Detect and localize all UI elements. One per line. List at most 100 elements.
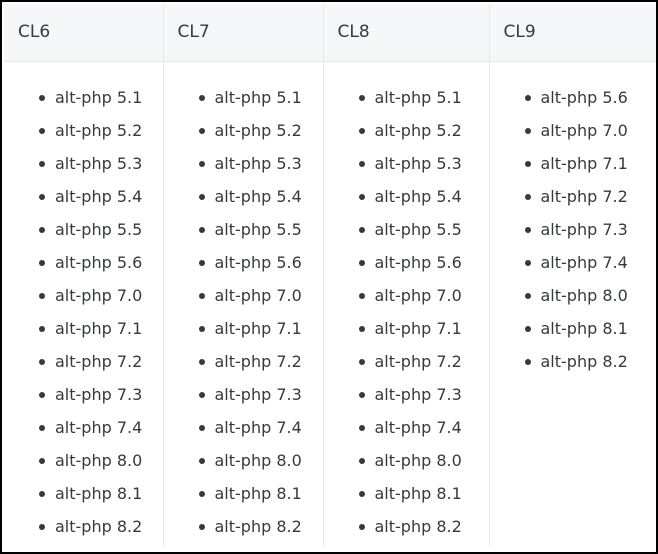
header-cl7: CL7	[162, 4, 323, 62]
bullet-icon	[198, 292, 205, 299]
bullet-icon	[358, 259, 365, 266]
bullet-icon	[358, 490, 365, 497]
bullet-icon	[358, 391, 365, 398]
bullet-icon	[39, 358, 45, 365]
bullet-icon	[39, 160, 45, 167]
version-label: alt-php 5.3	[55, 153, 143, 173]
list-item: alt-php 7.0	[4, 279, 163, 312]
version-label: alt-php 7.4	[214, 417, 302, 437]
version-label: alt-php 7.3	[540, 219, 628, 239]
list-item: alt-php 8.1	[4, 477, 163, 510]
bullet-icon	[198, 523, 205, 530]
bullet-icon	[198, 226, 205, 233]
bullet-icon	[198, 358, 205, 365]
bullet-icon	[524, 127, 531, 134]
list-item: alt-php 7.4	[4, 411, 163, 444]
list-item: alt-php 5.6	[490, 81, 657, 114]
list-item: alt-php 5.5	[4, 213, 163, 246]
list-item: alt-php 8.2	[324, 510, 489, 543]
bullet-icon	[198, 325, 205, 332]
version-label: alt-php 7.1	[55, 318, 143, 338]
version-label: alt-php 7.2	[540, 186, 628, 206]
list-item: alt-php 7.3	[324, 378, 489, 411]
list-item: alt-php 8.2	[4, 510, 163, 543]
list-item: alt-php 8.2	[490, 345, 657, 378]
version-label: alt-php 8.2	[540, 351, 628, 371]
bullet-icon	[358, 160, 365, 167]
list-item: alt-php 5.1	[324, 81, 489, 114]
version-label: alt-php 7.1	[374, 318, 462, 338]
list-item: alt-php 7.4	[164, 411, 323, 444]
version-list-cl9: alt-php 5.6 alt-php 7.0 alt-php 7.1 alt-php…	[490, 62, 657, 378]
bullet-icon	[358, 127, 365, 134]
version-label: alt-php 5.6	[214, 252, 302, 272]
bullet-icon	[524, 358, 531, 365]
version-label: alt-php 7.3	[214, 384, 302, 404]
bullet-icon	[524, 94, 531, 101]
list-item: alt-php 5.1	[4, 81, 163, 114]
bullet-icon	[524, 292, 531, 299]
list-item: alt-php 7.1	[4, 312, 163, 345]
list-item: alt-php 7.2	[324, 345, 489, 378]
version-label: alt-php 7.4	[540, 252, 628, 272]
bullet-icon	[524, 259, 531, 266]
version-label: alt-php 7.0	[374, 285, 462, 305]
bullet-icon	[198, 127, 205, 134]
bullet-icon	[198, 391, 205, 398]
bullet-icon	[358, 94, 365, 101]
version-label: alt-php 8.0	[214, 450, 302, 470]
bullet-icon	[198, 490, 205, 497]
version-label: alt-php 7.2	[214, 351, 302, 371]
bullet-icon	[39, 292, 45, 299]
list-item: alt-php 5.3	[324, 147, 489, 180]
list-item: alt-php 5.6	[164, 246, 323, 279]
bullet-icon	[198, 160, 205, 167]
bullet-icon	[358, 193, 365, 200]
list-item: alt-php 5.2	[164, 114, 323, 147]
list-item: alt-php 5.4	[4, 180, 163, 213]
list-item: alt-php 7.1	[324, 312, 489, 345]
version-label: alt-php 7.4	[374, 417, 462, 437]
list-item: alt-php 5.6	[4, 246, 163, 279]
bullet-icon	[39, 457, 45, 464]
bullet-icon	[524, 325, 531, 332]
bullet-icon	[39, 490, 45, 497]
bullet-icon	[39, 391, 45, 398]
list-item: alt-php 8.1	[324, 477, 489, 510]
version-label: alt-php 5.3	[374, 153, 462, 173]
list-item: alt-php 8.2	[164, 510, 323, 543]
list-item: alt-php 7.0	[490, 114, 657, 147]
version-label: alt-php 5.2	[55, 120, 143, 140]
version-label: alt-php 7.0	[55, 285, 143, 305]
version-label: alt-php 5.4	[55, 186, 143, 206]
version-label: alt-php 5.5	[214, 219, 302, 239]
version-label: alt-php 7.0	[540, 120, 628, 140]
version-label: alt-php 7.1	[540, 153, 628, 173]
bullet-icon	[358, 325, 365, 332]
bullet-icon	[358, 457, 365, 464]
version-label: alt-php 5.6	[55, 252, 143, 272]
version-label: alt-php 8.1	[374, 483, 462, 503]
column-cl9: alt-php 5.6 alt-php 7.0 alt-php 7.1 alt-php…	[488, 61, 657, 546]
version-label: alt-php 5.2	[374, 120, 462, 140]
list-item: alt-php 7.0	[324, 279, 489, 312]
list-item: alt-php 7.3	[4, 378, 163, 411]
bullet-icon	[524, 193, 531, 200]
list-item: alt-php 7.3	[490, 213, 657, 246]
bullet-icon	[524, 160, 531, 167]
list-item: alt-php 8.0	[164, 444, 323, 477]
list-item: alt-php 8.1	[164, 477, 323, 510]
version-label: alt-php 7.3	[55, 384, 143, 404]
header-cl8: CL8	[322, 4, 489, 62]
column-cl8: alt-php 5.1 alt-php 5.2 alt-php 5.3 alt-php…	[322, 61, 489, 546]
header-cl9: CL9	[488, 4, 656, 62]
list-item: alt-php 5.6	[324, 246, 489, 279]
bullet-icon	[39, 523, 45, 530]
list-item: alt-php 5.3	[164, 147, 323, 180]
bullet-icon	[39, 325, 45, 332]
version-label: alt-php 5.1	[374, 87, 462, 107]
